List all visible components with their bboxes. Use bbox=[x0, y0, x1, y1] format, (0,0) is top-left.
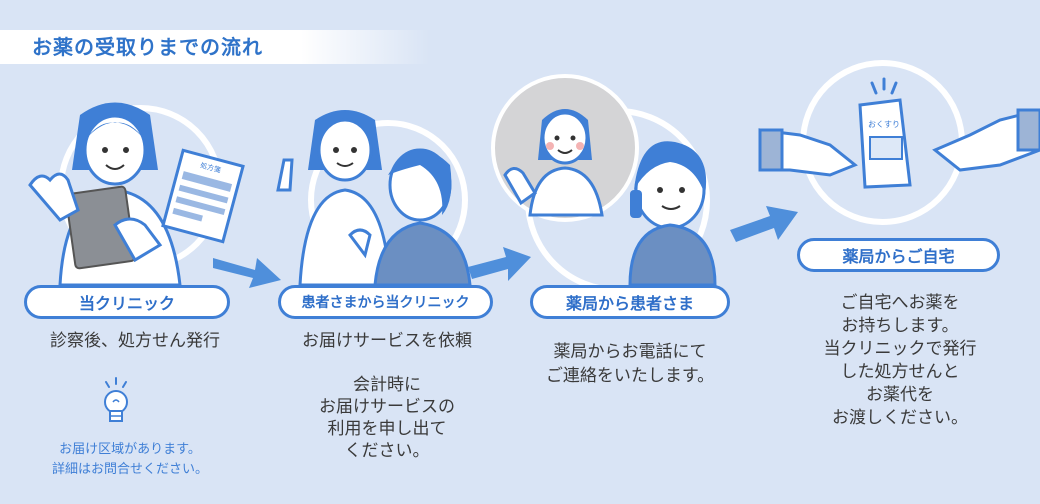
staff-patient-illustration bbox=[276, 110, 472, 287]
doctor-illustration: 処方箋 bbox=[28, 102, 245, 287]
step-desc-clinic: 診察後、処方せん発行 bbox=[50, 331, 220, 351]
title-band bbox=[0, 30, 430, 64]
step-label-pharmacy-to-patient: 薬局から患者さま bbox=[530, 285, 730, 319]
arrow-right-icon bbox=[730, 206, 798, 242]
step-detail-patient-to-clinic: 会計時に お届けサービスの 利用を申し出て ください。 bbox=[319, 375, 455, 461]
step-desc-pharmacy-to-patient: 薬局からお電話にて ご連絡をいたします。 bbox=[545, 342, 715, 386]
step-label-pharmacy-to-home: 薬局からご自宅 bbox=[797, 238, 1000, 272]
step-desc-pharmacy-to-home: ご自宅へお薬を お持ちします。 当クリニックで発行 した処方せんと お薬代を お… bbox=[823, 293, 977, 428]
step-label-clinic: 当クリニック bbox=[24, 285, 230, 319]
arrow-right-icon bbox=[213, 258, 281, 288]
lightbulb-icon bbox=[104, 377, 128, 422]
pharmacy-call-illustration bbox=[491, 74, 717, 287]
handover-illustration: おくすり bbox=[758, 77, 1040, 189]
arrow-right-icon bbox=[468, 247, 531, 281]
medicine-bag-label: おくすり bbox=[868, 120, 900, 129]
step-label-patient-to-clinic: 患者さまから当クリニック bbox=[278, 285, 493, 319]
step-desc-patient-to-clinic: お届けサービスを依頼 bbox=[302, 331, 472, 351]
page-title: お薬の受取りまでの流れ bbox=[32, 35, 263, 59]
delivery-area-note: お届け区域があります。 詳細はお問合せください。 bbox=[51, 442, 208, 477]
